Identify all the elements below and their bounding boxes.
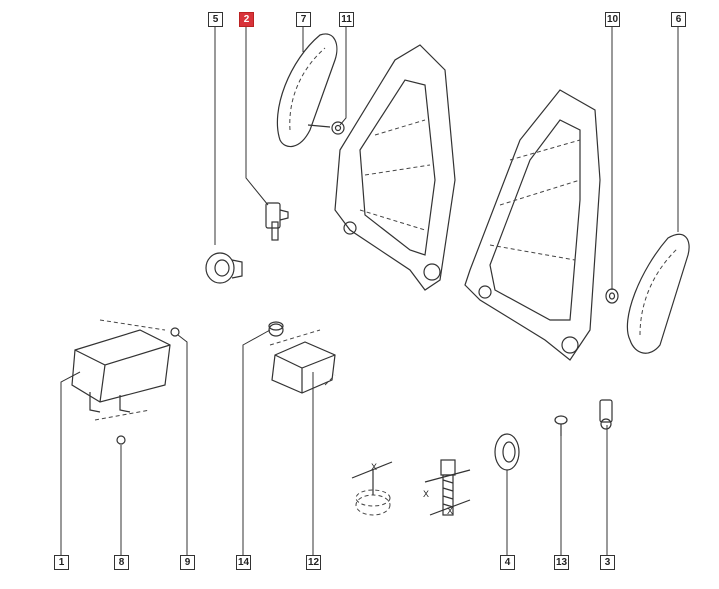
part-6-side-airbag — [626, 233, 690, 354]
part-13-screw — [554, 415, 568, 436]
callout-7[interactable]: 7 — [296, 12, 311, 27]
callout-12[interactable]: 12 — [306, 555, 321, 570]
callout-3[interactable]: 3 — [600, 555, 615, 570]
part-14-nut — [268, 321, 284, 337]
torque-nut-symbol — [351, 461, 393, 516]
torque-bolt-symbol — [424, 459, 471, 516]
callout-14[interactable]: 14 — [236, 555, 251, 570]
torque-label-bolt-b: X — [447, 506, 454, 516]
part-7-side-airbag — [276, 33, 338, 148]
leader-lines — [60, 27, 679, 555]
part-12-control-unit — [269, 329, 336, 394]
part-5-connector — [205, 252, 243, 284]
part-10-grommet — [605, 288, 619, 304]
part-11-nut — [307, 121, 345, 135]
seat-frame-left — [334, 44, 456, 291]
part-9-screw — [170, 327, 180, 337]
part-3-connector — [599, 399, 613, 430]
callout-8[interactable]: 8 — [114, 555, 129, 570]
callout-9[interactable]: 9 — [180, 555, 195, 570]
callout-11[interactable]: 11 — [339, 12, 354, 27]
callout-1[interactable]: 1 — [54, 555, 69, 570]
torque-label-nut: X — [371, 462, 378, 472]
torque-label-bolt-a: X — [423, 489, 430, 499]
part-4-grommet — [494, 433, 520, 471]
callout-4[interactable]: 4 — [500, 555, 515, 570]
part-2-sensor — [265, 202, 289, 241]
callout-5[interactable]: 5 — [208, 12, 223, 27]
callout-10[interactable]: 10 — [605, 12, 620, 27]
seat-frame-right — [464, 89, 601, 361]
callout-13[interactable]: 13 — [554, 555, 569, 570]
callout-6[interactable]: 6 — [671, 12, 686, 27]
callout-2-highlighted[interactable]: 2 — [239, 12, 254, 27]
part-1-airbag-module — [71, 319, 171, 445]
